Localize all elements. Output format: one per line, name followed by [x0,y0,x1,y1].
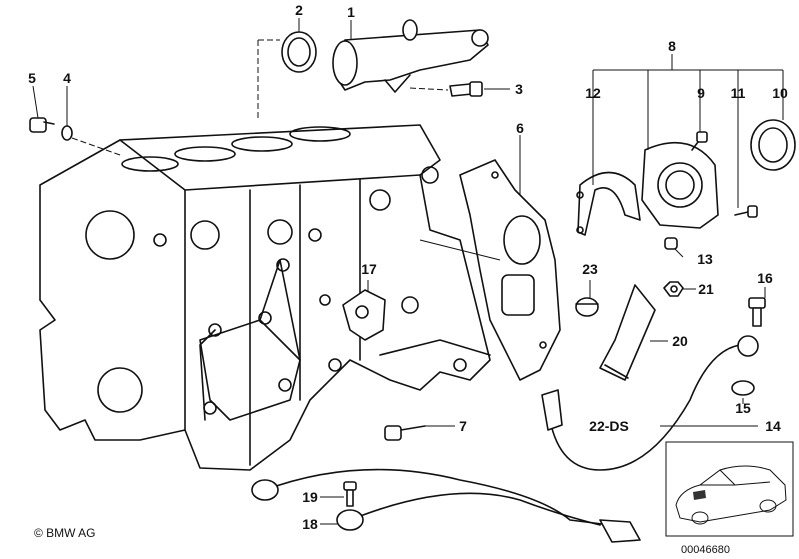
gasket-6 [459,159,561,381]
label-part-14: 14 [765,418,781,434]
label-part-5: 5 [28,70,36,86]
label-part-2: 2 [295,2,303,18]
seal-10 [750,119,796,171]
gasket-12 [576,171,641,236]
bolt-7 [384,425,426,441]
bracket-20 [599,284,656,381]
copyright-text: © BMW AG [34,526,96,540]
label-part-11: 11 [731,85,746,101]
o-ring-15 [731,380,755,396]
bolt-16 [748,297,766,327]
label-part-17: 17 [361,261,377,277]
label-part-23: 23 [582,261,598,277]
guide-line-6 [419,239,501,261]
plug-5 [29,117,55,133]
o-ring-2 [281,31,317,73]
label-part-19: 19 [302,489,318,505]
label-part-16: 16 [757,270,773,286]
label-part-1: 1 [347,4,355,20]
coolant-pipe [332,19,489,93]
bolt-11 [734,205,758,218]
nut-21 [663,281,684,297]
bolt-9 [691,131,708,151]
label-part-18: 18 [302,516,318,532]
label-part-20: 20 [672,333,688,349]
label-part-3: 3 [515,81,523,97]
washer-4 [61,125,73,141]
vehicle-inset [665,441,794,537]
bolt-3 [449,81,483,97]
harness-14 [541,335,759,471]
label-part-12: 12 [585,85,601,101]
cover-8 [641,142,719,229]
leader-lines [32,18,784,525]
label-part-13: 13 [697,251,713,267]
reference-number: 00046680 [681,544,730,556]
label-part-7: 7 [459,418,467,434]
label-part-10: 10 [772,85,788,101]
cap-23 [575,297,599,317]
bolt-19 [343,481,357,507]
sleeve-13 [664,237,678,250]
sensor-17 [342,289,386,341]
guide-line-3 [409,87,449,91]
label-part-9: 9 [697,85,705,101]
label-part-4: 4 [63,70,71,86]
engine-block [39,124,491,471]
label-part-21: 21 [698,281,714,297]
label-part-8: 8 [668,38,676,54]
harness-lower [251,468,641,543]
label-part-22-ds: 22-DS [589,418,629,434]
label-part-6: 6 [516,120,524,136]
label-part-15: 15 [735,400,751,416]
